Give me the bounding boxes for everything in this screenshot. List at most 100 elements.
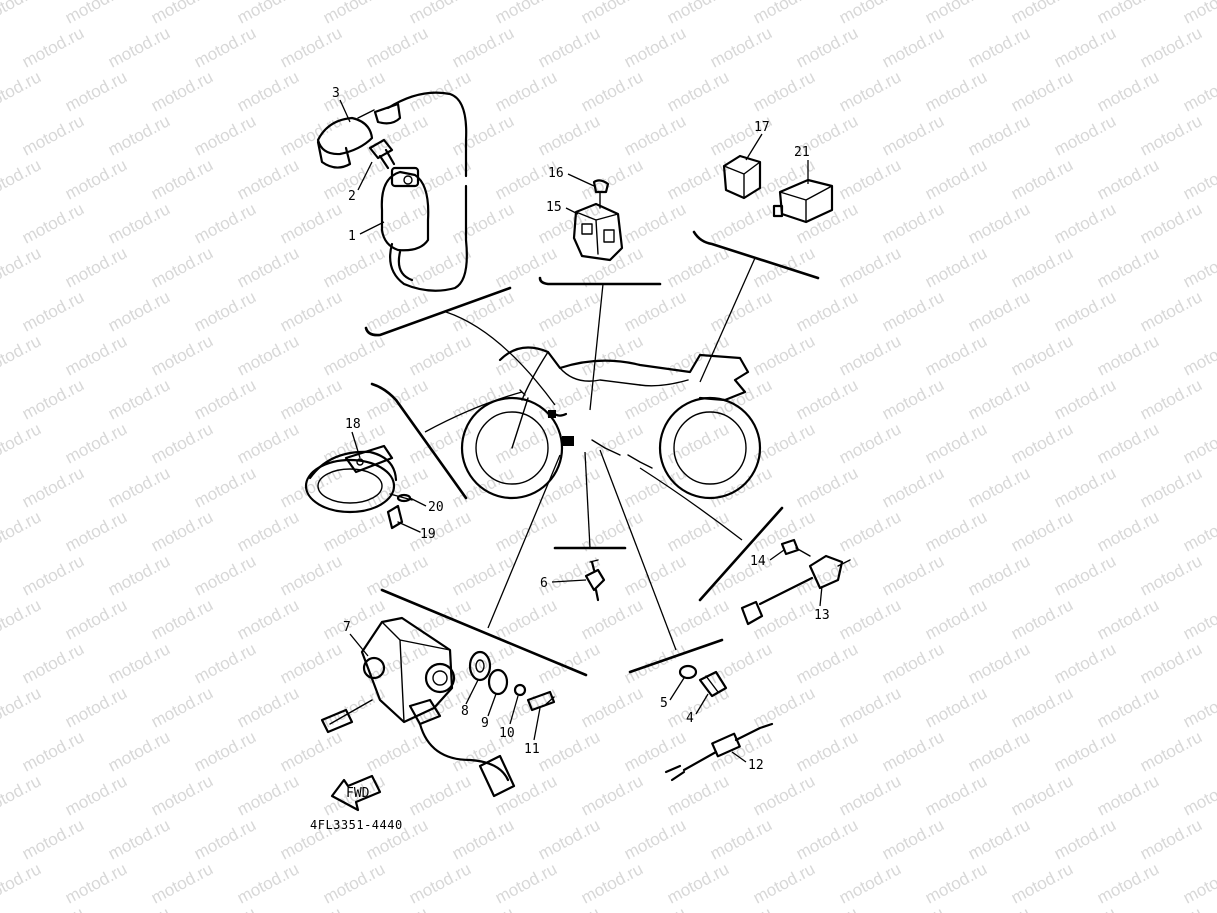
watermark-text: motod.ru — [234, 155, 302, 203]
watermark-text: motod.ru — [234, 67, 302, 115]
watermark-text: motod.ru — [535, 903, 603, 913]
watermark-text: motod.ru — [965, 375, 1033, 423]
watermark-text: motod.ru — [1137, 199, 1205, 247]
watermark-text: motod.ru — [320, 331, 388, 379]
watermark-text: motod.ru — [793, 639, 861, 687]
watermark-text: motod.ru — [621, 287, 689, 335]
watermark-text: motod.ru — [19, 815, 87, 863]
watermark-text: motod.ru — [62, 683, 130, 731]
watermark-text: motod.ru — [406, 331, 474, 379]
watermark-text: motod.ru — [664, 67, 732, 115]
watermark-text: motod.ru — [148, 595, 216, 643]
watermark-text: motod.ru — [578, 595, 646, 643]
watermark-text: motod.ru — [578, 67, 646, 115]
watermark-text: motod.ru — [965, 463, 1033, 511]
watermark-text: motod.ru — [578, 0, 646, 28]
watermark-text: motod.ru — [1180, 0, 1217, 28]
diagram-code: 4FL3351-4440 — [310, 818, 403, 832]
watermark-text: motod.ru — [320, 67, 388, 115]
watermark-text: motod.ru — [707, 815, 775, 863]
watermark-text: motod.ru — [578, 683, 646, 731]
watermark-text: motod.ru — [707, 903, 775, 913]
watermark-text: motod.ru — [1051, 639, 1119, 687]
watermark-text: motod.ru — [234, 243, 302, 291]
watermark-text: motod.ru — [0, 155, 44, 203]
watermark-text: motod.ru — [62, 771, 130, 819]
watermark-text: motod.ru — [191, 551, 259, 599]
watermark-text: motod.ru — [492, 859, 560, 907]
watermark-text: motod.ru — [1051, 727, 1119, 775]
label-19: 19 — [420, 527, 436, 542]
watermark-text: motod.ru — [1094, 0, 1162, 28]
watermark-text: motod.ru — [148, 507, 216, 555]
watermark-text: motod.ru — [492, 0, 560, 28]
watermark-text: motod.ru — [1008, 859, 1076, 907]
watermark-text: motod.ru — [1008, 507, 1076, 555]
watermark-text: motod.ru — [191, 111, 259, 159]
watermark-text: motod.ru — [277, 375, 345, 423]
watermark-text: motod.ru — [148, 771, 216, 819]
watermark-text: motod.ru — [449, 23, 517, 71]
watermark-text: motod.ru — [1094, 331, 1162, 379]
watermark-text: motod.ru — [449, 287, 517, 335]
watermark-text: motod.ru — [492, 67, 560, 115]
watermark-text: motod.ru — [707, 727, 775, 775]
watermark-text: motod.ru — [1008, 243, 1076, 291]
watermark-text: motod.ru — [664, 155, 732, 203]
watermark-text: motod.ru — [1180, 419, 1217, 467]
watermark-text: motod.ru — [535, 23, 603, 71]
part-labels: 3 2 1 16 15 17 21 18 20 19 6 14 13 7 8 9… — [310, 86, 830, 832]
watermark-text: motod.ru — [0, 463, 1, 511]
watermark-text: motod.ru — [277, 727, 345, 775]
watermark-text: motod.ru — [879, 287, 947, 335]
watermark-text: motod.ru — [879, 639, 947, 687]
watermark-text: motod.ru — [1180, 771, 1217, 819]
watermark-text: motod.ru — [19, 375, 87, 423]
watermark-text: motod.ru — [277, 199, 345, 247]
watermark-text: motod.ru — [535, 463, 603, 511]
watermark-text: motod.ru — [1008, 67, 1076, 115]
watermark-text: motod.ru — [0, 0, 44, 28]
starter-relay — [572, 179, 624, 262]
watermark-text: motod.ru — [0, 507, 44, 555]
watermark-text: motod.ru — [879, 199, 947, 247]
watermark-text: motod.ru — [234, 771, 302, 819]
watermark-text: motod.ru — [578, 771, 646, 819]
motorcycle-outline — [460, 346, 762, 500]
watermark-text: motod.ru — [965, 551, 1033, 599]
watermark-text: motod.ru — [62, 507, 130, 555]
watermark-text: motod.ru — [750, 331, 818, 379]
switch-13 — [740, 538, 851, 626]
watermark-text: motod.ru — [1137, 639, 1205, 687]
watermark-text: motod.ru — [664, 243, 732, 291]
watermark-text: motod.ru — [1094, 507, 1162, 555]
watermark-text: motod.ru — [836, 0, 904, 28]
watermark-text: motod.ru — [191, 639, 259, 687]
watermark-text: motod.ru — [62, 331, 130, 379]
watermark-text: motod.ru — [148, 0, 216, 28]
watermark-text: motod.ru — [62, 243, 130, 291]
watermark-text: motod.ru — [406, 155, 474, 203]
watermark-text: motod.ru — [191, 815, 259, 863]
watermark-text: motod.ru — [707, 639, 775, 687]
watermark-text: motod.ru — [1180, 683, 1217, 731]
watermark-text: motod.ru — [793, 199, 861, 247]
watermark-text: motod.ru — [363, 727, 431, 775]
label-13: 13 — [814, 608, 830, 623]
watermark-text: motod.ru — [320, 595, 388, 643]
watermark-text: motod.ru — [1051, 375, 1119, 423]
watermark-text: motod.ru — [922, 859, 990, 907]
watermark-text: motod.ru — [363, 199, 431, 247]
watermark-text: motod.ru — [105, 815, 173, 863]
relay-units — [722, 154, 834, 224]
watermark-text: motod.ru — [836, 331, 904, 379]
watermark-text: motod.ru — [879, 903, 947, 913]
watermark-text: motod.ru — [277, 111, 345, 159]
watermark-text: motod.ru — [105, 199, 173, 247]
watermark-text: motod.ru — [191, 903, 259, 913]
watermark-text: motod.ru — [879, 551, 947, 599]
watermark-text: motod.ru — [750, 595, 818, 643]
watermark-text: motod.ru — [1094, 155, 1162, 203]
watermark-text: motod.ru — [277, 23, 345, 71]
label-15: 15 — [546, 200, 562, 215]
